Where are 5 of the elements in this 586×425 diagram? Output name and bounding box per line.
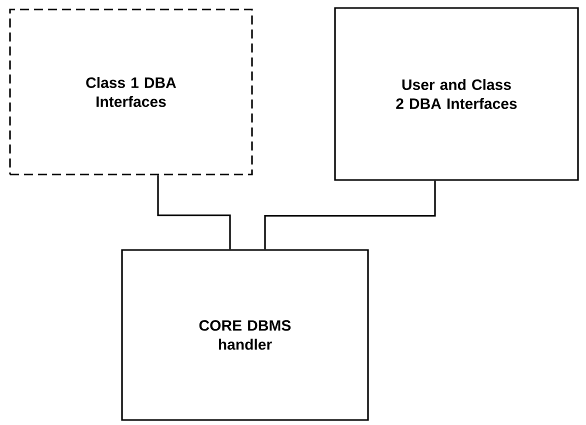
connector-line <box>264 180 436 250</box>
process-box: User and Class 2 DBA Interfaces <box>334 7 579 181</box>
process-box: CORE DBMS handler <box>121 249 369 421</box>
process-box: Class 1 DBA Interfaces <box>9 8 253 176</box>
connector-line <box>157 175 231 250</box>
